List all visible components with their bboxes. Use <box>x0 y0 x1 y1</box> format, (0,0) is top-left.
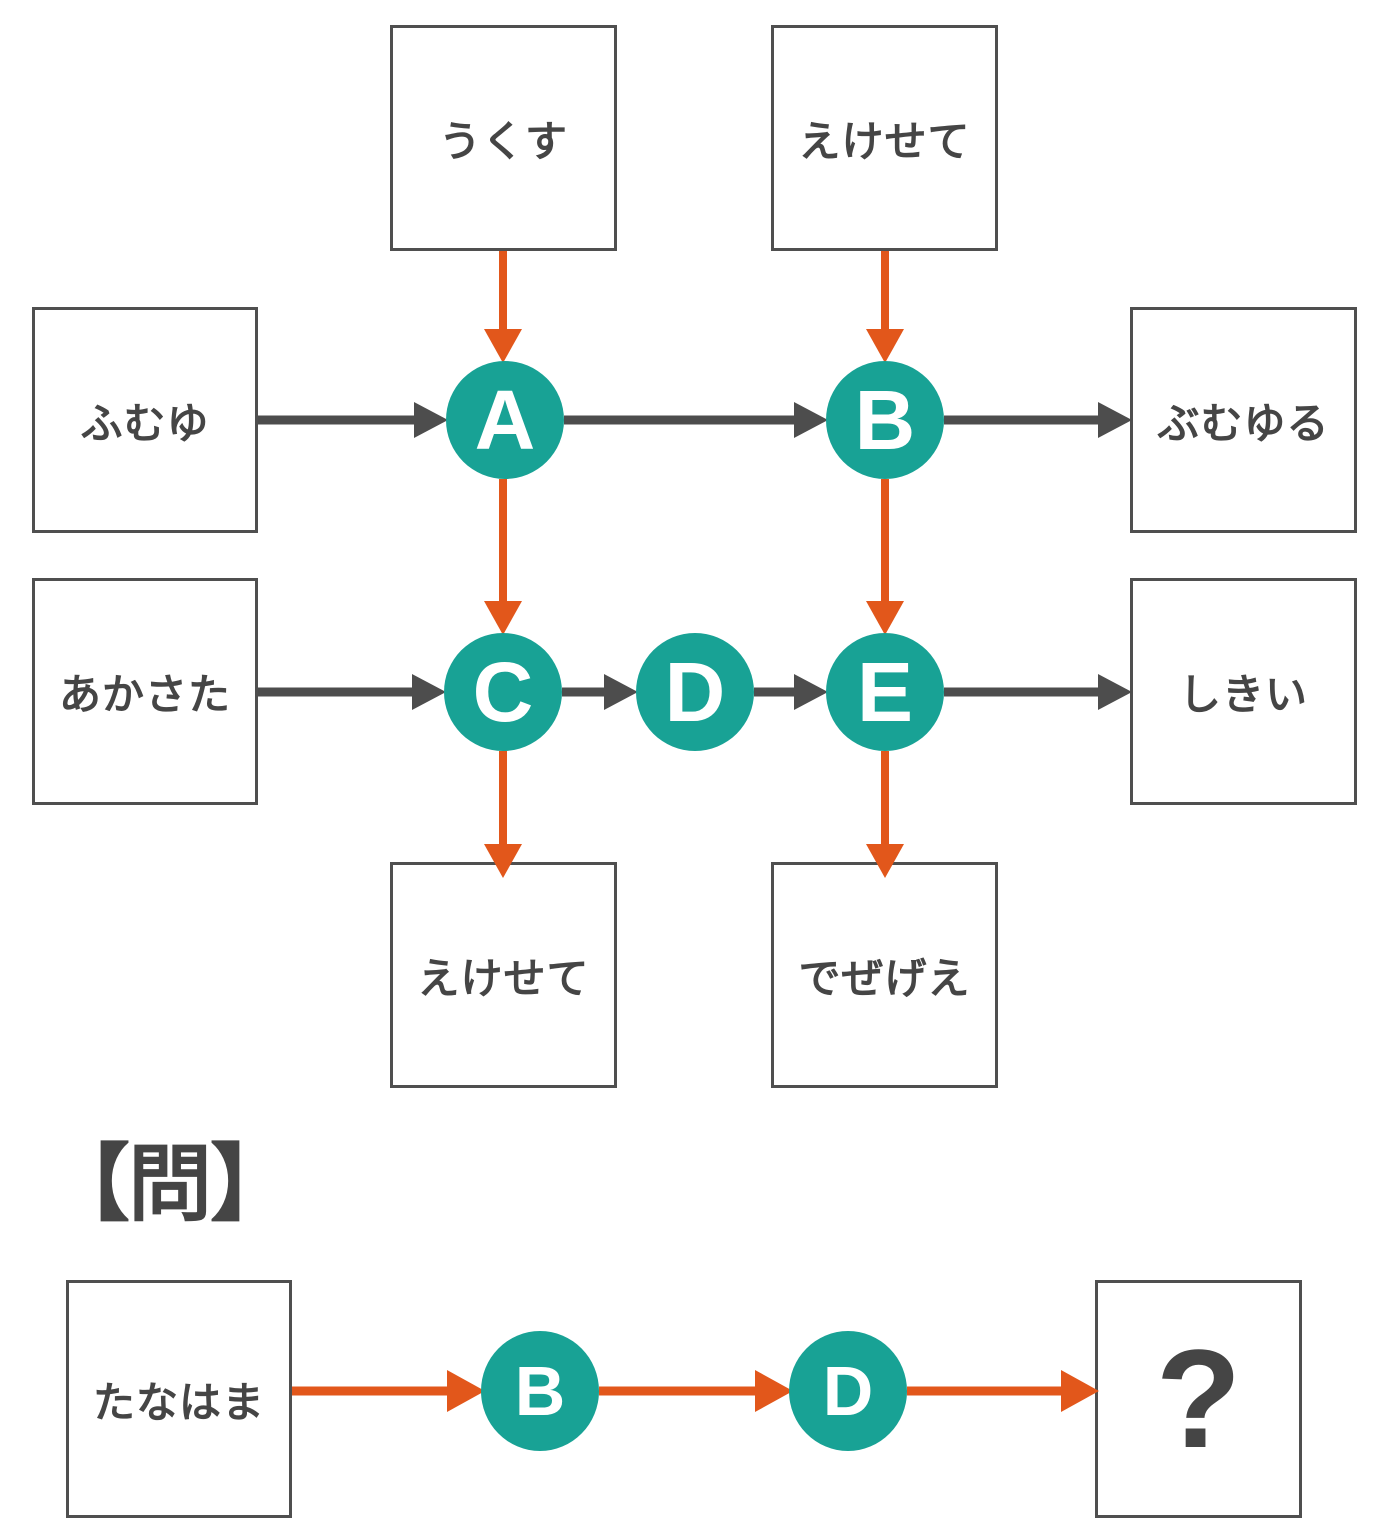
arrow-c-to-ekesete <box>484 751 522 878</box>
arrow-d-to-answer <box>907 1370 1099 1412</box>
word-box-akasata: あかさた <box>32 578 258 805</box>
word-box-label: えけせて <box>798 117 971 165</box>
arrow-b-to-bumuyuru <box>944 402 1132 438</box>
node-e: E <box>826 633 944 751</box>
word-box-shikii: しきい <box>1130 578 1357 805</box>
word-box-ekesete-top: えけせて <box>771 25 998 251</box>
arrow-ekesete-to-b <box>866 251 904 363</box>
node-label: A <box>474 372 536 467</box>
node-label: B <box>514 1352 566 1430</box>
arrow-a-to-b <box>564 402 828 438</box>
question-mark: ? <box>1155 1320 1242 1477</box>
word-box-tanahama: たなはま <box>66 1280 292 1518</box>
node-label: B <box>854 372 916 467</box>
word-box-fumuyu: ふむゆ <box>32 307 258 533</box>
word-box-label: しきい <box>1178 671 1308 718</box>
word-box-label: ふむゆ <box>80 399 210 447</box>
word-box-bumuyuru: ぶむゆる <box>1130 307 1357 533</box>
arrow-d-to-e <box>754 674 828 710</box>
question-node-b: B <box>481 1331 599 1451</box>
word-box-label: えけせて <box>417 954 590 1002</box>
node-label: E <box>856 644 914 739</box>
node-c: C <box>444 633 562 751</box>
node-label: C <box>472 644 534 739</box>
question-heading: 【問】 <box>46 1137 294 1231</box>
word-box-label: あかさた <box>58 671 231 718</box>
arrow-a-to-c <box>484 479 522 635</box>
arrow-e-to-shikii <box>944 674 1132 710</box>
node-label: D <box>822 1352 874 1430</box>
word-box-label: うくす <box>438 117 568 165</box>
question-node-d: D <box>789 1331 907 1451</box>
node-b: B <box>826 361 944 479</box>
arrow-ukusu-to-a <box>484 251 522 363</box>
word-box-ukusu: うくす <box>390 25 617 251</box>
arrow-b-to-e <box>866 479 904 635</box>
word-box-ekesete-bottom: えけせて <box>390 862 617 1088</box>
word-box-label: たなはま <box>92 1378 265 1426</box>
word-box-dezegee: でぜげえ <box>771 862 998 1088</box>
arrow-akasata-to-c <box>258 674 446 710</box>
node-d: D <box>636 633 754 751</box>
node-label: D <box>664 644 726 739</box>
arrow-e-to-dezegee <box>866 751 904 878</box>
arrow-tanahama-to-b <box>292 1370 485 1412</box>
arrow-b-to-d <box>599 1370 793 1412</box>
node-a: A <box>446 361 564 479</box>
arrow-fumuyu-to-a <box>258 402 448 438</box>
word-box-label: ぶむゆる <box>1157 399 1330 447</box>
word-box-label: でぜげえ <box>798 954 971 1002</box>
answer-box: ? <box>1095 1280 1302 1518</box>
arrow-c-to-d <box>562 674 638 710</box>
